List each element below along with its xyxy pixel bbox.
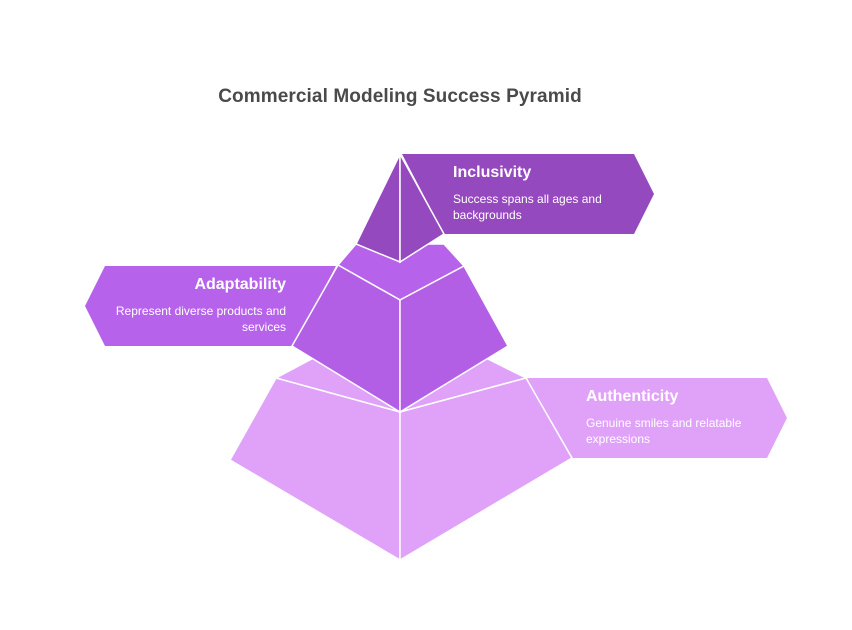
diagram-title: Commercial Modeling Success Pyramid <box>218 86 582 107</box>
authenticity-label: Authenticity Genuine smiles and relatabl… <box>586 388 766 447</box>
inclusivity-banner <box>402 154 654 234</box>
inclusivity-right-face <box>399 153 445 264</box>
adaptability-label: Adaptability Represent diverse products … <box>110 276 286 335</box>
adaptability-banner <box>85 266 336 346</box>
authenticity-description: Genuine smiles and relatable expressions <box>586 416 742 446</box>
inclusivity-left-face <box>354 153 401 264</box>
adaptability-heading: Adaptability <box>194 276 286 293</box>
inclusivity-heading: Inclusivity <box>453 164 532 181</box>
inclusivity-description: Success spans all ages and backgrounds <box>453 192 602 222</box>
tier-adaptability <box>85 243 510 414</box>
tier-inclusivity <box>354 153 654 264</box>
authenticity-left-face <box>228 377 401 562</box>
adaptability-description: Represent diverse products and services <box>115 304 286 334</box>
adaptability-right-face <box>399 264 510 414</box>
authenticity-heading: Authenticity <box>586 388 679 405</box>
inclusivity-label: Inclusivity Success spans all ages and b… <box>453 164 633 223</box>
tier-authenticity <box>228 345 787 562</box>
authenticity-right-face <box>399 377 574 562</box>
authenticity-banner <box>526 378 787 458</box>
